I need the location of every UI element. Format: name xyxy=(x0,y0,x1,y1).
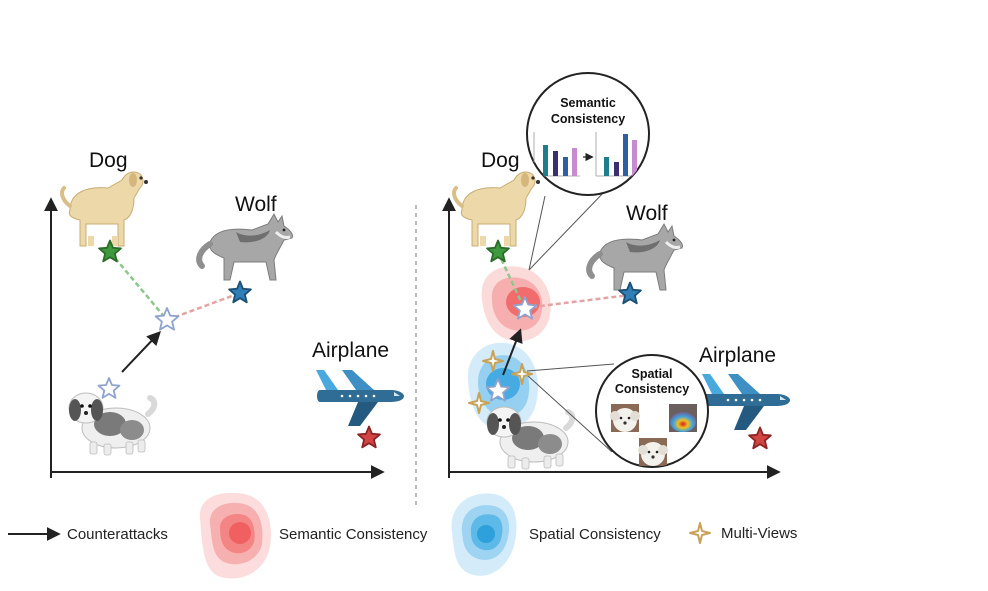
left-wolf-star xyxy=(228,280,252,304)
left-original-star xyxy=(97,377,121,399)
legend: Counterattacks Semantic Consistency Spat… xyxy=(8,492,797,579)
multiview-star-2 xyxy=(511,363,533,385)
left-wolf-label: Wolf xyxy=(235,193,277,216)
right-dashed-line-to-dog xyxy=(496,251,526,309)
multiview-star-3 xyxy=(468,392,490,414)
legend-semantic-swatch xyxy=(199,492,271,579)
spatial-view-heatmap xyxy=(669,404,697,432)
right-dog-star xyxy=(486,239,510,263)
legend-multiviews-label: Multi-Views xyxy=(721,525,797,542)
right-adversarial-star xyxy=(512,296,538,320)
semantic-callout-title-line1: Semantic xyxy=(560,96,616,110)
left-airplane-label: Airplane xyxy=(312,339,389,362)
spatial-view-photo-2 xyxy=(638,438,668,466)
right-airplane-image xyxy=(702,374,790,430)
left-golden-dog-image xyxy=(60,170,150,248)
right-dashed-line-to-wolf xyxy=(523,293,631,310)
right-counterattack-arrow xyxy=(502,328,523,376)
legend-multiview-star xyxy=(689,522,711,544)
left-dashed-line-to-wolf xyxy=(166,291,241,322)
left-counterattack-arrow xyxy=(121,330,161,373)
right-panel: Dog Wolf Airplane xyxy=(442,72,790,479)
left-dog-label: Dog xyxy=(89,149,128,172)
right-original-star xyxy=(485,378,511,402)
legend-counterattacks-label: Counterattacks xyxy=(67,526,168,543)
right-wolf-star xyxy=(618,281,642,305)
left-dashed-line-to-dog xyxy=(109,251,168,321)
right-wolf-image xyxy=(589,224,682,290)
legend-semantic-label: Semantic Consistency xyxy=(279,526,428,543)
spatial-view-photo-1 xyxy=(610,404,640,432)
legend-spatial-label: Spatial Consistency xyxy=(529,526,661,543)
right-wolf-label: Wolf xyxy=(626,202,668,225)
multiview-star-1 xyxy=(482,350,504,372)
semantic-consistency-callout: Semantic Consistency xyxy=(526,72,650,196)
right-airplane-label: Airplane xyxy=(699,344,776,367)
left-airplane-star xyxy=(357,425,381,449)
left-panel: Dog Wolf Airplane xyxy=(44,149,404,479)
spatial-callout-title-line1: Spatial xyxy=(632,367,673,381)
semantic-callout-line-b xyxy=(528,189,607,271)
legend-spatial-swatch xyxy=(451,493,517,576)
semantic-callout-title-line2: Consistency xyxy=(551,112,625,126)
right-airplane-star xyxy=(748,426,772,450)
left-shihtzu-image xyxy=(69,393,154,455)
right-dog-label: Dog xyxy=(481,149,520,172)
semantic-consistency-region xyxy=(481,266,551,342)
spatial-callout-title-line2: Consistency xyxy=(615,382,689,396)
spatial-consistency-callout: Spatial Consistency xyxy=(595,354,709,468)
spatial-callout-line-b xyxy=(526,374,613,453)
right-golden-dog-image xyxy=(452,170,542,248)
left-dog-star xyxy=(98,239,122,263)
left-adversarial-star xyxy=(154,307,180,331)
semantic-callout-line-a xyxy=(528,195,546,271)
spatial-callout-line-a xyxy=(526,363,615,372)
left-wolf-image xyxy=(199,214,292,280)
left-airplane-image xyxy=(316,370,404,426)
